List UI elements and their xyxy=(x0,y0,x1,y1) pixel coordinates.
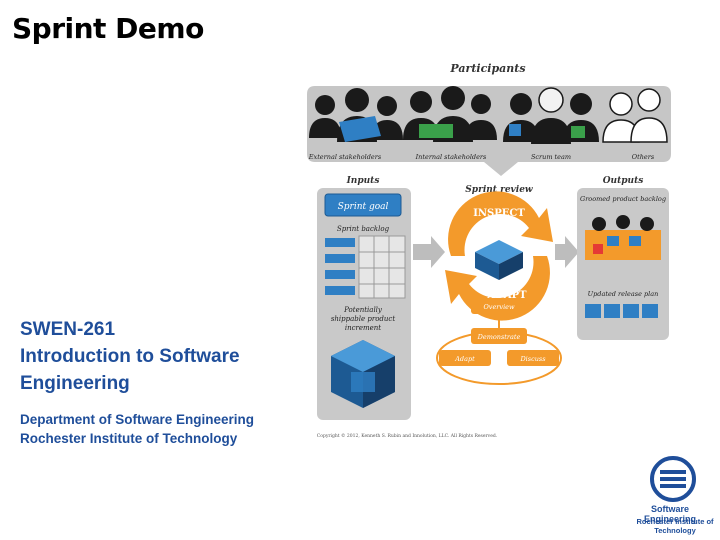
participant-label-internal: Internal stakeholders xyxy=(415,153,487,161)
course-block: SWEN-261 Introduction to Software Engine… xyxy=(20,316,280,397)
participants-heading: Participants xyxy=(449,62,525,75)
sprint-review-diagram: Participants xyxy=(303,58,675,443)
step-discuss-label: Discuss xyxy=(519,355,546,363)
release-plan-icon xyxy=(585,304,658,318)
copyright-text: Copyright © 2012, Kenneth S. Rubin and I… xyxy=(317,432,498,439)
increment-label-1: Potentially xyxy=(343,306,383,314)
increment-label-3: increment xyxy=(345,324,381,332)
internal-stakeholders-icon xyxy=(403,86,497,142)
participant-label-external: External stakeholders xyxy=(308,153,382,161)
department-block: Department of Software Engineering Roche… xyxy=(20,410,254,448)
slide-title: Sprint Demo xyxy=(12,12,204,45)
review-steps xyxy=(436,298,562,385)
step-adapt-label: Adapt xyxy=(454,355,475,363)
course-name: Introduction to Software Engineering xyxy=(20,346,240,394)
adapt-label: ADAPT xyxy=(486,290,527,301)
external-stakeholders-icon xyxy=(309,88,403,142)
sprint-review-diagram-svg: Participants xyxy=(307,62,671,439)
sprint-backlog-label: Sprint backlog xyxy=(337,225,390,233)
step-demonstrate-label: Demonstrate xyxy=(477,333,521,341)
step-overview-label: Overview xyxy=(483,303,515,311)
arrow-right-icon xyxy=(555,236,579,268)
step-overview-box xyxy=(471,298,527,314)
institute-name: Rochester Institute of Technology xyxy=(20,431,238,446)
step-adapt-box xyxy=(439,350,491,366)
sprint-backlog-grid xyxy=(325,235,406,299)
groomed-backlog-label: Groomed product backlog xyxy=(580,195,666,203)
review-heading: Sprint review xyxy=(465,185,533,195)
software-engineering-logo: Software Engineering Rochester Institute… xyxy=(624,456,716,538)
increment-label-2: shippable product xyxy=(331,315,396,323)
groomed-backlog-icon xyxy=(585,215,661,260)
participant-label-scrum-team: Scrum team xyxy=(531,153,571,161)
release-plan-label: Updated release plan xyxy=(588,290,659,298)
outputs-heading: Outputs xyxy=(603,176,644,186)
others-icon xyxy=(602,88,668,143)
logo-line-1: Software Engineering xyxy=(643,504,696,524)
department-name: Department of Software Engineering xyxy=(20,412,255,427)
arrow-right-icon xyxy=(413,236,445,268)
sprint-goal-box xyxy=(324,193,402,217)
logo-line-2: Rochester Institute of Technology xyxy=(636,517,714,535)
se-logo-icon xyxy=(650,456,696,502)
scrum-team-icon xyxy=(503,87,599,144)
sprint-goal-label: Sprint goal xyxy=(338,202,389,212)
step-discuss-box xyxy=(507,350,559,366)
inspect-label: INSPECT xyxy=(473,208,525,219)
participant-label-others: Others xyxy=(632,153,655,161)
increment-cube-icon xyxy=(331,340,395,408)
course-code: SWEN-261 xyxy=(20,319,116,340)
inputs-heading: Inputs xyxy=(346,176,380,186)
